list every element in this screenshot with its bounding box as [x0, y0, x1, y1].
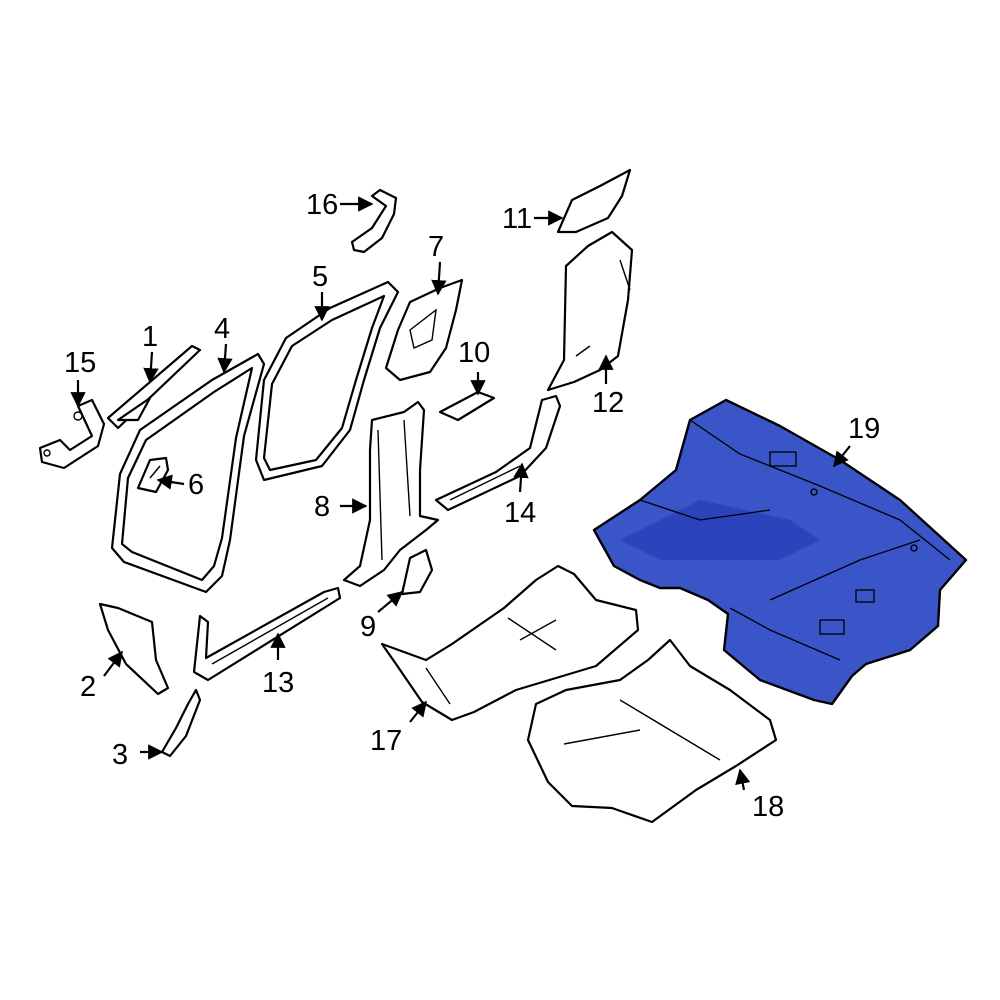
part-18-rear-carpet[interactable]: [526, 638, 778, 824]
callout-arrows: [70, 196, 851, 791]
callout-15: 15: [64, 347, 96, 379]
part-19-rear-floor-panel[interactable]: [592, 398, 968, 706]
part-1-pillar-trim[interactable]: [106, 344, 202, 430]
part-17-front-carpet[interactable]: [380, 564, 640, 722]
callout-1: 1: [142, 321, 158, 353]
callout-13: 13: [262, 667, 294, 699]
part-5-rear-door-seal[interactable]: [254, 280, 400, 482]
part-3-lower-trim[interactable]: [160, 688, 202, 758]
part-8-lower-pillar-trim[interactable]: [342, 400, 440, 588]
callout-3: 3: [112, 739, 128, 771]
callout-8: 8: [314, 491, 330, 523]
callout-12: 12: [592, 387, 624, 419]
callout-17: 17: [370, 725, 402, 757]
callout-11: 11: [502, 203, 532, 235]
part-4-door-seal[interactable]: [110, 352, 266, 594]
callout-labels: 1 2 3 4 5 6 7 8 9 10 11 12 13 14 15 16 1…: [64, 189, 880, 823]
part-10-trim-panel[interactable]: [438, 390, 496, 422]
part-19-shade: [620, 500, 820, 560]
callout-10: 10: [458, 337, 490, 369]
callout-19: 19: [848, 413, 880, 445]
callout-2: 2: [80, 671, 96, 703]
callout-4: 4: [214, 313, 230, 345]
callout-14: 14: [504, 497, 536, 529]
part-2-kick-panel[interactable]: [98, 602, 170, 696]
part-7-upper-pillar-trim[interactable]: [384, 278, 464, 382]
callout-6: 6: [188, 469, 204, 501]
part-15-assist-handle[interactable]: [38, 398, 106, 470]
part-14-rear-sill-plate[interactable]: [434, 394, 562, 512]
callout-18: 18: [752, 791, 784, 823]
callout-7: 7: [428, 231, 444, 263]
callout-5: 5: [312, 261, 328, 293]
part-16-handle[interactable]: [350, 188, 398, 254]
part-9-clip[interactable]: [400, 548, 434, 596]
part-11-quarter-trim-upper[interactable]: [556, 168, 632, 234]
part-12-rear-quarter-trim[interactable]: [546, 230, 634, 392]
part-13-front-sill-plate[interactable]: [192, 586, 342, 682]
callout-16: 16: [306, 189, 338, 221]
callout-9: 9: [360, 611, 376, 643]
